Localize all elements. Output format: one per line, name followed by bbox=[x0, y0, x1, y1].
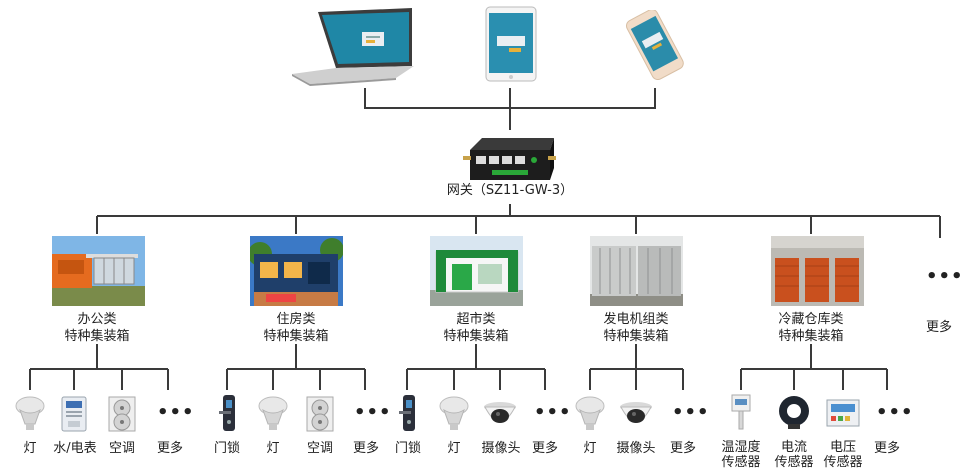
device-label: 温湿度 传感器 bbox=[716, 440, 766, 470]
device-label: 水/电表 bbox=[53, 441, 97, 456]
door-lock-icon bbox=[219, 395, 235, 431]
more-dots: ••• bbox=[876, 402, 914, 423]
more-dots: ••• bbox=[672, 402, 710, 423]
gateway-device-icon bbox=[463, 138, 556, 180]
device-label: 空调 bbox=[306, 441, 333, 456]
supermarket-container-photo bbox=[430, 236, 523, 306]
category-name: 冷藏仓库类 bbox=[778, 312, 844, 327]
device-label: 摄像头 bbox=[481, 441, 521, 456]
camera-icon bbox=[619, 401, 653, 424]
voltage-sensor-icon bbox=[826, 399, 860, 427]
device-label: 空调 bbox=[108, 441, 135, 456]
category-subtitle: 特种集装箱 bbox=[263, 329, 329, 344]
category-subtitle: 特种集装箱 bbox=[603, 329, 669, 344]
door-lock-icon bbox=[399, 395, 415, 431]
device-label-line1: 电压 bbox=[829, 440, 856, 455]
office-container-photo bbox=[52, 236, 145, 306]
device-label-line1: 电流 bbox=[780, 440, 807, 455]
device-label: 更多 bbox=[531, 441, 558, 456]
category-label-generator: 发电机组类 特种集装箱 bbox=[576, 311, 696, 345]
device-label-line2: 传感器 bbox=[774, 455, 814, 470]
category-name: 办公类 bbox=[77, 312, 117, 327]
laptop-icon bbox=[292, 8, 414, 86]
category-label-housing: 住房类 特种集装箱 bbox=[236, 311, 356, 345]
device-label: 灯 bbox=[583, 441, 597, 456]
device-label: 灯 bbox=[23, 441, 37, 456]
more-dots: ••• bbox=[534, 402, 572, 423]
more-categories-label: 更多 bbox=[925, 320, 952, 335]
light-icon bbox=[575, 396, 605, 431]
device-label: 电流 传感器 bbox=[769, 440, 819, 470]
category-label-supermarket: 超市类 特种集装箱 bbox=[416, 311, 536, 345]
device-label: 门锁 bbox=[213, 441, 240, 456]
air-conditioner-icon bbox=[108, 396, 136, 432]
generator-container-photo bbox=[590, 236, 683, 306]
device-label: 更多 bbox=[873, 441, 900, 456]
more-categories-dots: ••• bbox=[926, 266, 960, 287]
device-label-line2: 传感器 bbox=[721, 455, 761, 470]
category-subtitle: 特种集装箱 bbox=[64, 329, 130, 344]
category-subtitle: 特种集装箱 bbox=[778, 329, 844, 344]
category-label-cold-storage: 冷藏仓库类 特种集装箱 bbox=[751, 311, 871, 345]
light-icon bbox=[258, 396, 288, 431]
housing-container-photo bbox=[250, 236, 343, 306]
air-conditioner-icon bbox=[306, 396, 334, 432]
device-label: 灯 bbox=[266, 441, 280, 456]
category-subtitle: 特种集装箱 bbox=[443, 329, 509, 344]
more-dots: ••• bbox=[354, 402, 392, 423]
camera-icon bbox=[483, 401, 517, 424]
category-label-office: 办公类 特种集装箱 bbox=[37, 311, 157, 345]
light-icon bbox=[439, 396, 469, 431]
device-label-line2: 传感器 bbox=[823, 455, 863, 470]
phone-icon bbox=[625, 10, 684, 80]
meter-icon bbox=[61, 396, 87, 432]
device-label: 门锁 bbox=[394, 441, 421, 456]
light-icon bbox=[15, 396, 45, 431]
temperature-humidity-sensor-icon bbox=[731, 394, 751, 430]
device-label: 灯 bbox=[447, 441, 461, 456]
more-dots: ••• bbox=[157, 402, 195, 423]
device-label: 更多 bbox=[669, 441, 696, 456]
category-name: 超市类 bbox=[456, 312, 496, 327]
device-label: 电压 传感器 bbox=[818, 440, 868, 470]
device-label: 更多 bbox=[352, 441, 379, 456]
device-label: 更多 bbox=[156, 441, 183, 456]
category-name: 发电机组类 bbox=[603, 312, 669, 327]
current-sensor-icon bbox=[779, 396, 809, 429]
device-label: 摄像头 bbox=[616, 441, 656, 456]
device-label-line1: 温湿度 bbox=[721, 440, 761, 455]
gateway-label: 网关（SZ11-GW-3） bbox=[446, 183, 574, 198]
category-name: 住房类 bbox=[276, 312, 316, 327]
tablet-icon bbox=[485, 6, 537, 82]
cold-storage-container-photo bbox=[771, 236, 864, 306]
